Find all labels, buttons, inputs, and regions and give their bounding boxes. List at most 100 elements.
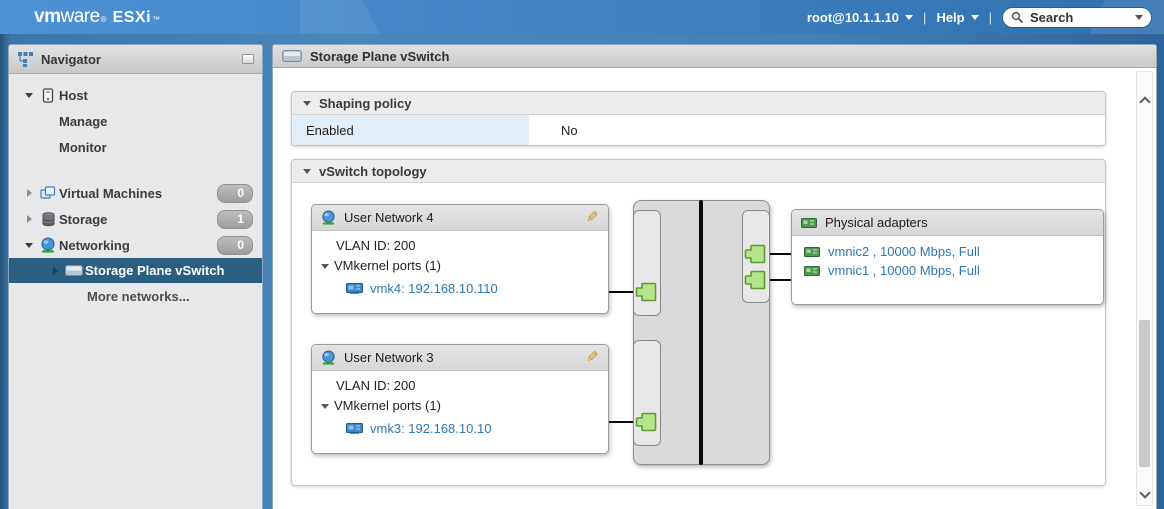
navigator-sidebar: Navigator Host Manage Monitor — [8, 44, 263, 509]
sidebar-item-more-networks[interactable]: More networks... — [9, 283, 262, 309]
vmk-link[interactable]: vmk3: 192.168.10.10 — [346, 421, 608, 436]
vmkernel-ports-label: VMkernel ports (1) — [334, 396, 441, 416]
count-badge: 0 — [217, 236, 253, 255]
port-group-details: VLAN ID: 200 VMkernel ports (1) — [312, 231, 608, 296]
networking-globe-icon — [40, 237, 56, 253]
scroll-up-icon[interactable] — [1139, 96, 1150, 107]
sidebar-item-label: More networks... — [87, 289, 262, 304]
sidebar-item-label: Manage — [59, 114, 262, 129]
physical-nic-icon — [804, 266, 820, 276]
edit-icon[interactable]: ✎ — [586, 210, 599, 225]
main-panel: Storage Plane vSwitch Shaping policy Ena… — [272, 44, 1157, 509]
physical-nic-icon — [804, 247, 820, 257]
scroll-down-icon[interactable] — [1139, 487, 1150, 498]
navigator-tree: Host Manage Monitor Virtual Machines 0 — [9, 74, 262, 309]
vertical-scrollbar[interactable] — [1136, 71, 1153, 506]
collapse-icon — [321, 404, 329, 409]
top-bar: vmware® ESXi™ root@10.1.1.10 | Help | — [0, 0, 1164, 34]
sidebar-item-label: Host — [59, 88, 262, 103]
topology-diagram: User Network 4 ✎ VLAN ID: 200 VMkernel p… — [292, 183, 1105, 485]
sidebar-item-label: Storage Plane vSwitch — [85, 263, 262, 278]
expand-right-icon[interactable] — [27, 189, 32, 197]
vmnic-link[interactable]: vmnic2 , 10000 Mbps, Full — [804, 244, 1103, 259]
section-title: Shaping policy — [319, 96, 411, 111]
section-title: vSwitch topology — [319, 164, 427, 179]
shaping-policy-section: Shaping policy Enabled No — [291, 91, 1106, 146]
vmnic-label: vmnic2 , 10000 Mbps, Full — [828, 244, 980, 259]
vmnic-label: vmnic1 , 10000 Mbps, Full — [828, 263, 980, 278]
navigator-title: Navigator — [41, 52, 235, 67]
port-group-box-user-network-4: User Network 4 ✎ VLAN ID: 200 VMkernel p… — [311, 204, 609, 314]
switch-port-icon — [744, 244, 766, 264]
chevron-down-icon — [971, 15, 979, 20]
sidebar-item-host[interactable]: Host — [9, 82, 262, 108]
edit-icon[interactable]: ✎ — [586, 350, 599, 365]
main-content: Shaping policy Enabled No vSwitch topolo… — [273, 69, 1156, 509]
vlan-id: VLAN ID: 200 — [336, 376, 608, 396]
sidebar-item-storage[interactable]: Storage 1 — [9, 206, 262, 232]
vmnic-link[interactable]: vmnic1 , 10000 Mbps, Full — [804, 263, 1103, 278]
switch-port-icon — [744, 270, 766, 290]
page-title-bar: Storage Plane vSwitch — [273, 45, 1156, 68]
scrollbar-thumb[interactable] — [1139, 320, 1150, 467]
page-title: Storage Plane vSwitch — [310, 49, 449, 64]
vmk-link[interactable]: vmk4: 192.168.10.110 — [346, 281, 608, 296]
port-group-details: VLAN ID: 200 VMkernel ports (1) — [312, 371, 608, 436]
sidebar-item-label: Storage — [59, 212, 217, 227]
port-group-name: User Network 3 — [344, 350, 578, 365]
vmkernel-ports-row[interactable]: VMkernel ports (1) — [321, 256, 608, 276]
collapse-icon — [303, 101, 311, 106]
tree-spacer — [9, 160, 262, 180]
physical-adapters-title: Physical adapters — [825, 215, 1094, 230]
sidebar-item-storage-plane-vswitch[interactable]: Storage Plane vSwitch — [9, 258, 262, 283]
count-badge: 0 — [217, 184, 253, 203]
user-menu-label: root@10.1.1.10 — [807, 10, 899, 25]
collapse-icon — [303, 169, 311, 174]
sidebar-item-monitor[interactable]: Monitor — [9, 134, 262, 160]
separator: | — [923, 10, 926, 25]
user-menu[interactable]: root@10.1.1.10 — [807, 10, 913, 25]
vlan-id: VLAN ID: 200 — [336, 236, 608, 256]
expand-down-icon[interactable] — [25, 243, 33, 248]
vswitch-icon — [65, 265, 83, 276]
network-globe-icon — [321, 210, 336, 225]
vmk-label: vmk3: 192.168.10.10 — [370, 421, 491, 436]
help-menu[interactable]: Help — [936, 10, 978, 25]
physical-nic-icon — [801, 218, 817, 228]
trademark-mark: ™ — [152, 15, 160, 24]
sidebar-item-virtual-machines[interactable]: Virtual Machines 0 — [9, 180, 262, 206]
search-box[interactable] — [1002, 7, 1152, 28]
search-dropdown-icon[interactable] — [1135, 15, 1143, 20]
physical-adapters-box: Physical adapters vmnic2 , 10000 — [791, 209, 1104, 305]
expand-right-icon[interactable] — [53, 267, 58, 275]
expand-down-icon[interactable] — [25, 93, 33, 98]
property-value: No — [529, 115, 578, 145]
expand-right-icon[interactable] — [27, 215, 32, 223]
vswitch-topology-header[interactable]: vSwitch topology — [292, 160, 1105, 183]
connection-line — [770, 279, 791, 281]
vmkernel-ports-row[interactable]: VMkernel ports (1) — [321, 396, 608, 416]
virtual-machines-icon — [40, 186, 56, 200]
port-group-name: User Network 4 — [344, 210, 578, 225]
shaping-policy-header[interactable]: Shaping policy — [292, 92, 1105, 115]
header-accent — [300, 0, 460, 34]
switch-port-icon — [635, 282, 657, 302]
navigator-tree-icon — [17, 51, 34, 67]
logo-esxi-text: ESXi — [113, 9, 151, 27]
logo-ware-text: ware — [60, 6, 99, 28]
sidebar-item-manage[interactable]: Manage — [9, 108, 262, 134]
count-badge: 1 — [217, 210, 253, 229]
popout-icon[interactable] — [242, 54, 254, 64]
search-icon — [1011, 11, 1024, 24]
port-group-header: User Network 3 ✎ — [312, 345, 608, 371]
vswitch-topology-section: vSwitch topology — [291, 159, 1106, 486]
registered-mark: ® — [101, 15, 107, 24]
sidebar-item-networking[interactable]: Networking 0 — [9, 232, 262, 258]
property-label: Enabled — [292, 115, 529, 145]
vmk-nic-icon — [346, 283, 363, 294]
search-input[interactable] — [1030, 10, 1129, 25]
sidebar-item-label: Networking — [59, 238, 217, 253]
help-menu-label: Help — [936, 10, 964, 25]
storage-icon — [41, 212, 56, 227]
navigator-header: Navigator — [9, 45, 262, 74]
